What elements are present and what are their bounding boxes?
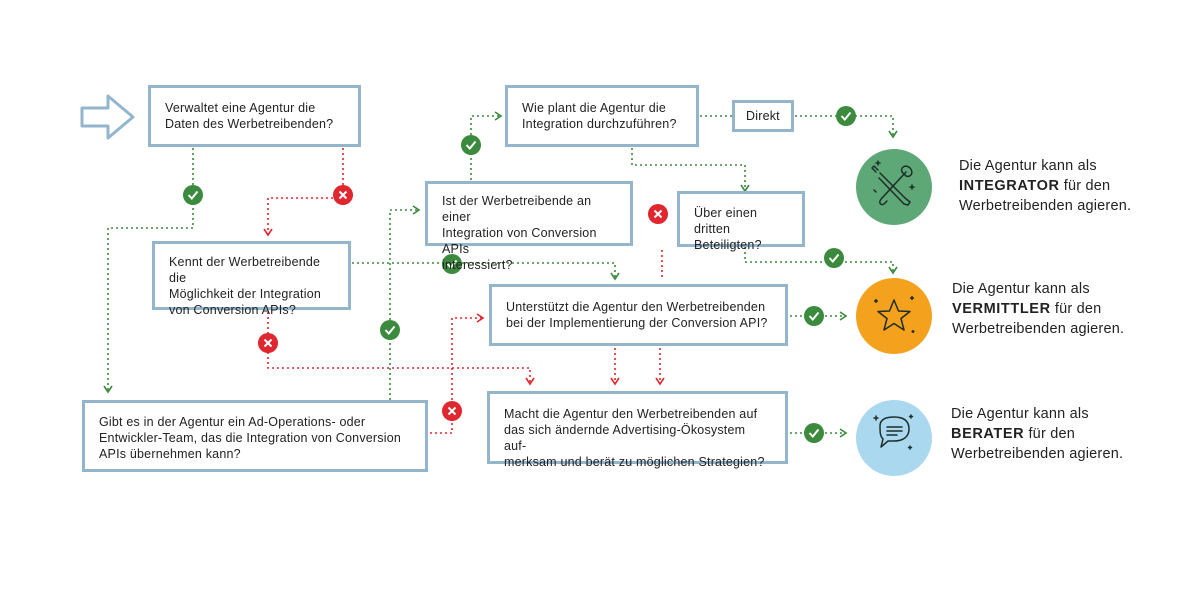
outcome-line: Die Agentur kann als: [951, 406, 1089, 422]
no-connectors: [267, 148, 663, 434]
check-badges: [183, 106, 856, 443]
question-box-advises-strategies: Macht die Agentur den Werbetreibenden au…: [487, 391, 788, 469]
outcome-line: BERATER für den: [951, 424, 1123, 444]
connector-q3-no: [430, 317, 482, 434]
box-line: Ist der Werbetreibende an einer: [442, 194, 592, 224]
box-line: von Conversion APIs?: [169, 303, 296, 317]
check-circle-icon: [824, 248, 844, 268]
box-line: Integration von Conversion APIs: [442, 226, 597, 256]
outcome-role-berater: BERATER: [951, 426, 1025, 442]
box-line: Wie plant die Agentur die: [522, 101, 666, 115]
box-line: Macht die Agentur den Werbetreibenden au…: [504, 407, 758, 421]
outcome-line: Werbetreibenden agieren.: [951, 446, 1124, 462]
outcome-line: Werbetreibenden agieren.: [959, 198, 1132, 214]
outcome-role-integrator: INTEGRATOR: [959, 178, 1060, 194]
answer-box-direkt: Direkt: [732, 100, 794, 132]
x-circle-icon: [648, 204, 668, 224]
question-box-plan-integration: Wie plant die Agentur die Integration du…: [505, 85, 699, 147]
wrench-screwdriver-icon: [871, 160, 915, 206]
connector-q1-no: [267, 148, 344, 234]
outcome-line: Die Agentur kann als: [959, 158, 1097, 174]
question-box-ad-ops-team: Gibt es in der Agentur ein Ad-Operations…: [82, 400, 428, 472]
box-line: Über einen dritten: [694, 206, 758, 236]
connector-q4-yes: [470, 115, 500, 180]
check-circle-icon: [183, 185, 203, 205]
star-icon: [874, 296, 915, 333]
question-box-manages-data: Verwaltet eine Agentur die Daten des Wer…: [148, 85, 361, 147]
no-arrowheads: [263, 228, 665, 386]
box-line: Verwaltet eine Agentur die: [165, 101, 316, 115]
outcome-line: Werbetreibenden agieren.: [952, 321, 1125, 337]
outcome-line: VERMITTLER für den: [952, 299, 1124, 319]
outcome-vermittler-text: Die Agentur kann als VERMITTLER für den …: [952, 279, 1124, 339]
outcome-role-vermittler: VERMITTLER: [952, 301, 1051, 317]
x-circle-icon: [442, 401, 462, 421]
outcome-integrator-text: Die Agentur kann als INTEGRATOR für den …: [959, 156, 1131, 216]
x-circle-icon: [258, 333, 278, 353]
check-circle-icon: [380, 320, 400, 340]
outcome-role-suffix: für den: [1059, 178, 1111, 194]
vermittler-circle: [856, 278, 932, 354]
connector-q2-no: [267, 312, 531, 383]
box-line: Daten des Werbetreibenden?: [165, 117, 334, 131]
outcome-role-suffix: für den: [1024, 426, 1075, 442]
box-line: das sich ändernde Advertising-Ökosystem …: [504, 423, 746, 453]
connector-q3-yes: [389, 209, 418, 400]
check-circle-icon: [442, 254, 462, 274]
check-circle-icon: [804, 423, 824, 443]
yes-arrowheads: [103, 111, 898, 438]
box-line: APIs übernehmen kann?: [99, 447, 241, 461]
outcome-role-suffix: für den: [1050, 301, 1102, 317]
box-line: Beteiligten?: [694, 238, 762, 252]
speech-bubble-icon: [873, 414, 914, 450]
answer-box-third-party: Über einen dritten Beteiligten?: [677, 191, 805, 252]
box-line: Direkt: [746, 109, 780, 123]
box-line: merksam und berät zu möglichen Strategie…: [504, 455, 765, 469]
start-arrow-icon: [80, 94, 135, 140]
x-circle-icon: [333, 185, 353, 205]
berater-circle: [856, 400, 932, 476]
box-line: interessiert?: [442, 258, 513, 272]
outcome-line: INTEGRATOR für den: [959, 176, 1131, 196]
x-badges: [258, 185, 668, 421]
box-line: Möglichkeit der Integration: [169, 287, 322, 301]
box-line: Entwickler-Team, das die Integration von…: [99, 431, 402, 445]
check-circle-icon: [804, 306, 824, 326]
question-box-interested: Ist der Werbetreibende an einer Integrat…: [425, 181, 633, 272]
box-line: bei der Implementierung der Conversion A…: [506, 316, 768, 330]
check-circle-icon: [461, 135, 481, 155]
connector-q5-dritte: [631, 148, 746, 190]
check-circle-icon: [836, 106, 856, 126]
question-box-supports-implementation: Unterstützt die Agentur den Werbetreiben…: [489, 284, 788, 346]
box-line: Unterstützt die Agentur den Werbetreiben…: [506, 300, 766, 314]
question-box-knows-integration: Kennt der Werbetreibende die Möglichkeit…: [152, 241, 351, 317]
box-line: Kennt der Werbetreibende die: [169, 255, 321, 285]
connector-direkt-integrator: [795, 115, 894, 136]
outcome-line: Die Agentur kann als: [952, 281, 1090, 297]
box-line: Integration durchzuführen?: [522, 117, 677, 131]
box-line: Gibt es in der Agentur ein Ad-Operations…: [99, 415, 366, 429]
outcome-berater-text: Die Agentur kann als BERATER für den Wer…: [951, 404, 1123, 464]
